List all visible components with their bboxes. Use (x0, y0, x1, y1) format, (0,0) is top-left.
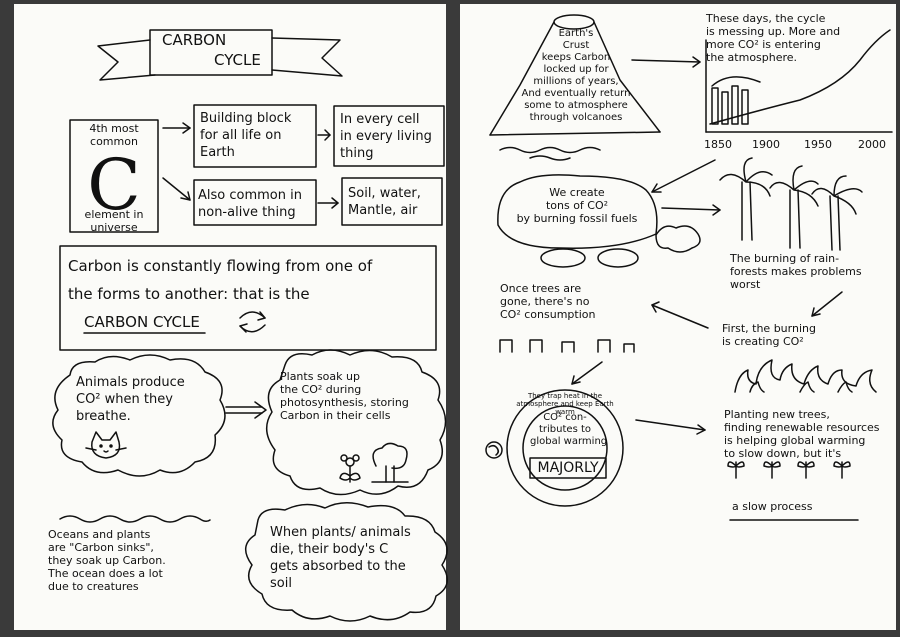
planting-text: Planting new trees, finding renewable re… (724, 408, 880, 460)
cycle-messing-text: These days, the cycle is messing up. Mor… (706, 12, 841, 64)
timeline-year-1900: 1900 (752, 138, 780, 151)
soil-list-text: Soil, water, Mantle, air (348, 186, 421, 218)
stumps-icon (499, 339, 635, 353)
factory-graph-icon (705, 29, 893, 133)
sprouts-icon (727, 461, 851, 479)
volcano-icon (489, 14, 661, 161)
arrow-icon (571, 361, 603, 385)
oceans-note-text: Oceans and plants are "Carbon sinks", th… (48, 528, 166, 593)
flow-statement-frame (59, 245, 437, 351)
fire-icon (734, 359, 877, 393)
soil-frame (341, 177, 443, 226)
left-notebook-page (14, 4, 446, 630)
arrow-icon (811, 291, 843, 317)
volcano-text: Earth's Crust keeps Carbon locked up for… (521, 28, 631, 123)
banner-title-line2: CYCLE (214, 51, 261, 69)
title-banner-icon (97, 29, 343, 81)
flower-icon (339, 454, 361, 483)
cat-icon (85, 431, 127, 459)
arrow-icon (635, 419, 706, 431)
plants-cloud-text: Plants soak up the CO² during photosynth… (280, 370, 409, 422)
non-alive-frame (193, 179, 317, 226)
earth-center-text: CO² con- tributes to global warming (530, 412, 608, 447)
flow-statement-line2: the forms to another: that is the (68, 285, 310, 303)
arrow-icons (162, 122, 339, 419)
every-cell-text: In every cell in every living thing (340, 112, 432, 161)
slow-process-text: a slow process (732, 500, 813, 513)
every-cell-frame (333, 105, 445, 167)
flow-statement-line1: Carbon is constantly flowing from one of (68, 257, 373, 275)
right-notebook-page (460, 4, 896, 630)
arrow-icon (661, 207, 721, 211)
plants-cloud-frame (266, 349, 447, 496)
die-cloud-frame (245, 502, 448, 622)
arrow-icon (631, 59, 701, 63)
arrow-icon (651, 159, 716, 193)
timeline-year-1850: 1850 (704, 138, 732, 151)
element-rank-label: 4th most common (89, 122, 139, 148)
first-burning-text: First, the burning is creating CO² (722, 322, 816, 348)
element-box-frame (69, 119, 159, 233)
building-block-text: Building block for all life on Earth (200, 111, 292, 160)
timeline-year-2000: 2000 (858, 138, 886, 151)
animals-cloud-frame (52, 354, 226, 477)
earth-majorly-label: MAJORLY (537, 460, 599, 476)
non-alive-text: Also common in non-alive thing (198, 188, 302, 220)
earth-ring-text: They trap heat in the atmosphere and kee… (516, 392, 614, 416)
small-earth-icon (485, 441, 503, 459)
wave-icon (59, 515, 211, 523)
recycle-icon (239, 311, 266, 333)
trees-gone-text: Once trees are gone, there's no CO² cons… (500, 282, 596, 321)
palm-trees-icon (719, 157, 863, 251)
die-cloud-text: When plants/ animals die, their body's C… (270, 525, 411, 591)
earth-icon (506, 389, 624, 507)
car-text: We create tons of CO² by burning fossil … (516, 186, 638, 225)
arrow-icon (651, 304, 709, 329)
carbon-letter: C (87, 144, 141, 226)
element-universe-label: element in universe (84, 208, 144, 234)
tree-icon (371, 442, 409, 483)
building-block-frame (193, 104, 317, 168)
rainforest-text: The burning of rain- forests makes probl… (730, 252, 862, 291)
timeline-year-1950: 1950 (804, 138, 832, 151)
carbon-cycle-label: CARBON CYCLE (84, 313, 200, 331)
animals-cloud-text: Animals produce CO² when they breathe. (76, 375, 185, 424)
banner-title-line1: CARBON (162, 31, 227, 49)
car-icon (497, 174, 701, 268)
